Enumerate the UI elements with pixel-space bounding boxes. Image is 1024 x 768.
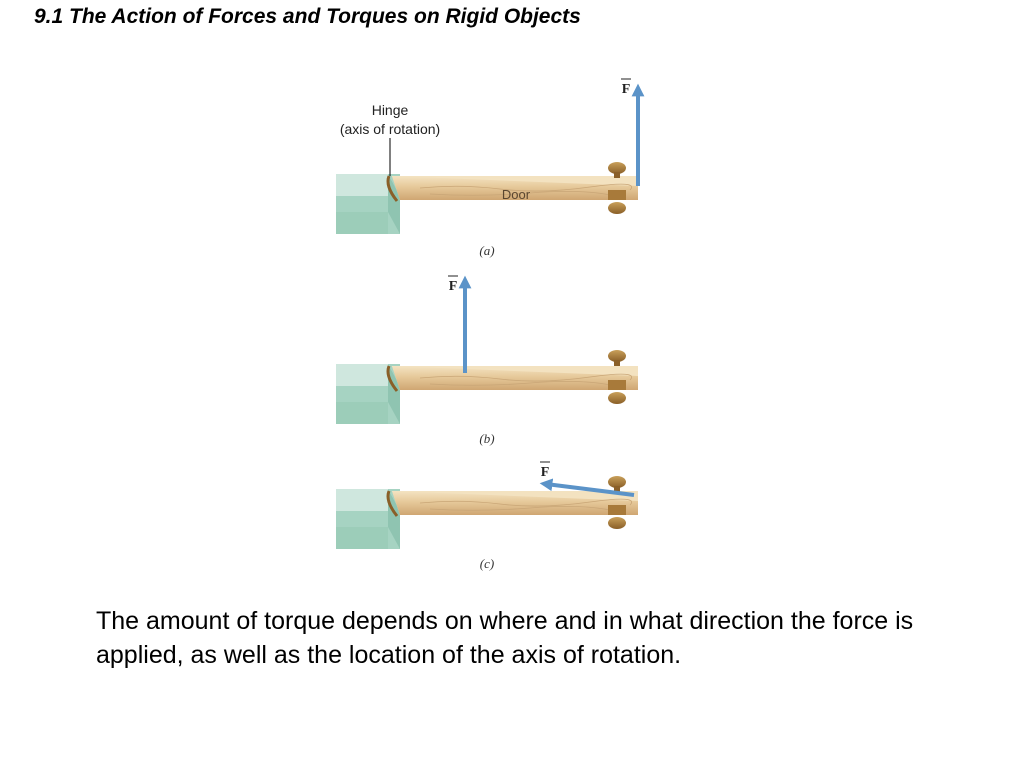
wall [336, 364, 400, 424]
door [392, 366, 638, 390]
hinge [386, 490, 399, 517]
slide-title: 9.1 The Action of Forces and Torques on … [34, 5, 581, 28]
door-knob [608, 476, 626, 529]
force-label: F [622, 82, 631, 97]
panel-a: Hinge (axis of rotation) Door F (a) [336, 78, 645, 258]
door-knob [608, 350, 626, 404]
force-label: F [449, 279, 458, 294]
door [392, 176, 638, 200]
hinge-label-line2: (axis of rotation) [340, 121, 440, 137]
wall [336, 489, 400, 549]
wall [336, 174, 400, 234]
panel-c: F (c) [336, 461, 638, 571]
hinge [386, 175, 399, 202]
panel-label: (a) [479, 243, 494, 258]
hinge [386, 365, 399, 392]
panel-label: (c) [480, 556, 494, 571]
panel-label: (b) [479, 431, 494, 446]
door-label: Door [502, 187, 531, 202]
door-knob [608, 162, 626, 214]
door [392, 491, 638, 515]
force-arrow [539, 478, 635, 497]
panel-b: F (b) [336, 275, 638, 446]
hinge-label-line1: Hinge [372, 102, 409, 118]
caption-text: The amount of torque depends on where an… [96, 607, 914, 669]
door-torque-figure: Hinge (axis of rotation) Door F (a) [336, 78, 645, 571]
force-label: F [541, 465, 550, 480]
